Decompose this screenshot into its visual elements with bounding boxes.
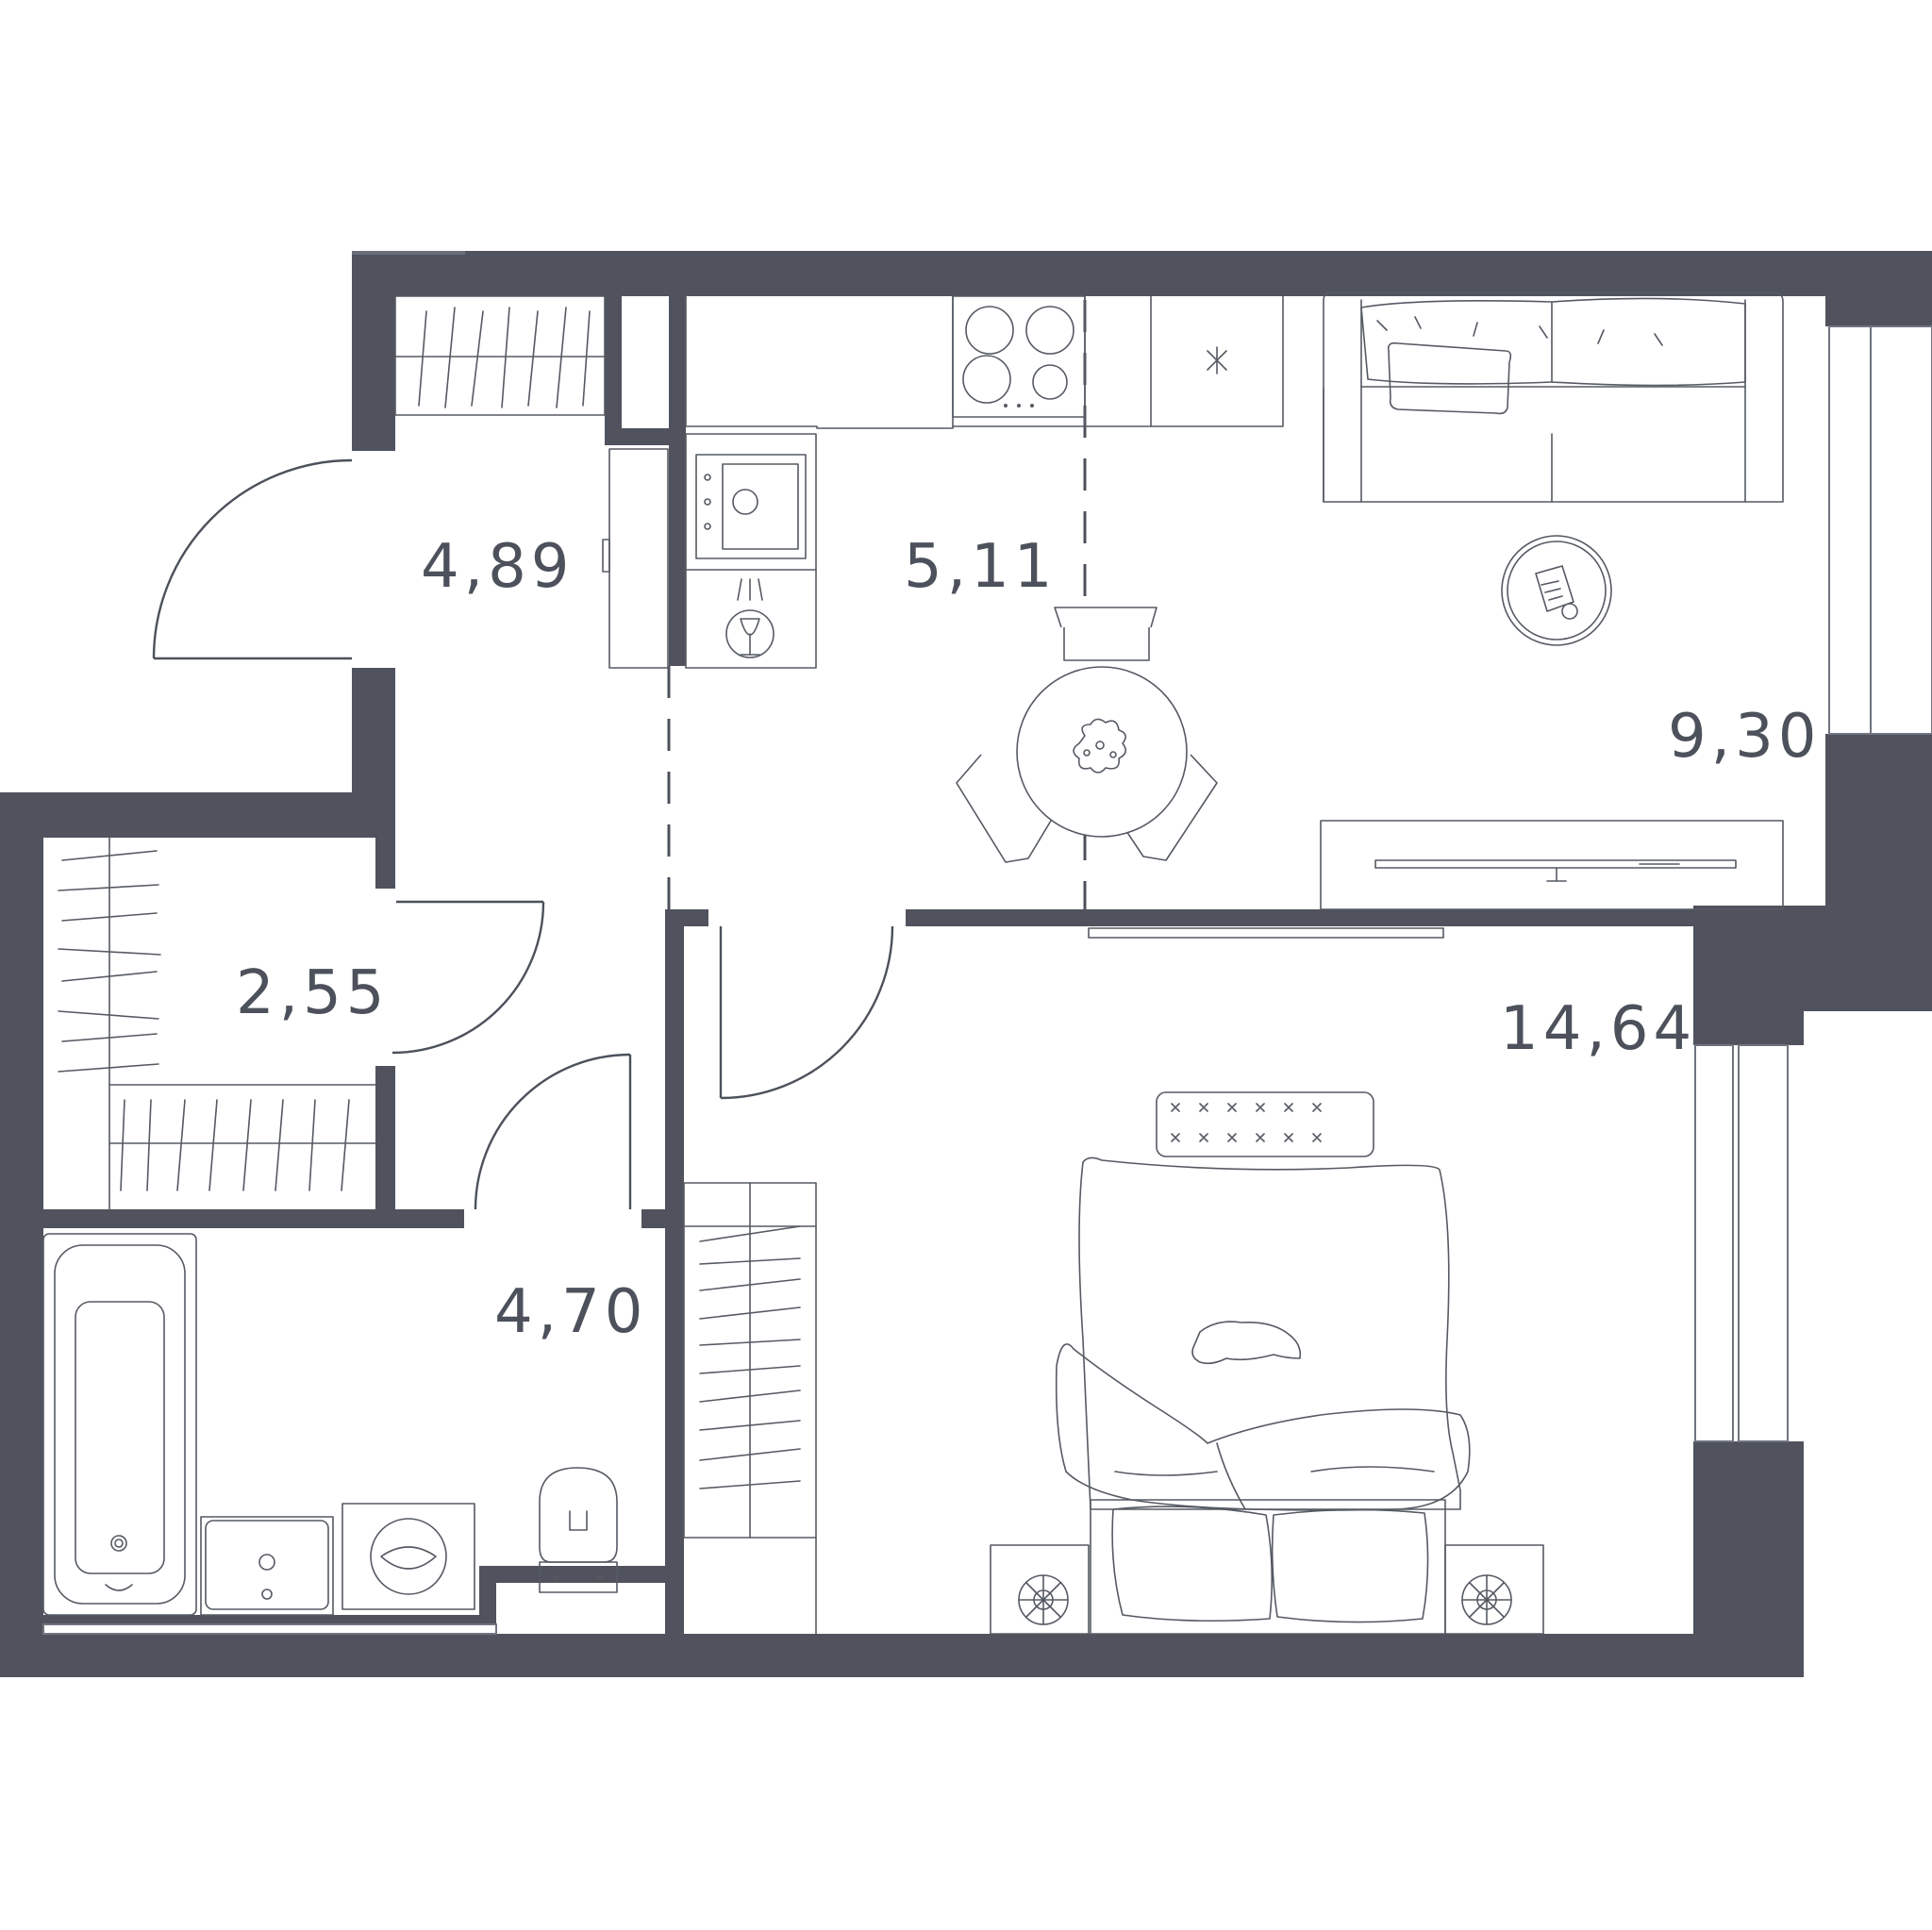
nightstand-right (1444, 1544, 1544, 1635)
wardrobe-icon (683, 1182, 817, 1635)
dining-table-icon (956, 607, 1218, 863)
kitchen-counter (685, 295, 1284, 669)
window-icon (42, 325, 1932, 1635)
shoe-cabinet (608, 448, 669, 669)
bench (1156, 1091, 1374, 1157)
washing-machine-icon (341, 1503, 475, 1610)
sofa-icon (1323, 291, 1784, 503)
vanity-sink (200, 1516, 334, 1616)
area-label-living-room: 9,30 (1668, 702, 1822, 772)
bedroom-tv (1088, 927, 1444, 939)
sink-icon (695, 454, 807, 559)
walls (0, 251, 1932, 1677)
area-label-bathroom: 4,70 (494, 1277, 648, 1347)
nightstand-left (990, 1544, 1090, 1635)
tv-stand-icon (1320, 820, 1784, 910)
toilet-icon (539, 1467, 618, 1593)
coffee-table-icon (1501, 535, 1612, 646)
stove-icon (952, 295, 1086, 418)
area-label-kitchen: 5,11 (904, 532, 1058, 602)
dishwasher (725, 578, 774, 658)
wardrobe-icon (394, 295, 606, 416)
door-icon (152, 458, 894, 1210)
bed-icon (1055, 1156, 1471, 1635)
area-label-bedroom: 14,64 (1500, 994, 1696, 1064)
bathtub-icon (42, 1233, 197, 1616)
area-label-wardrobe: 2,55 (236, 958, 390, 1028)
fridge-icon (1207, 346, 1227, 374)
wardrobe-icon (58, 837, 376, 1210)
area-label-entrance-hall: 4,89 (421, 532, 575, 602)
